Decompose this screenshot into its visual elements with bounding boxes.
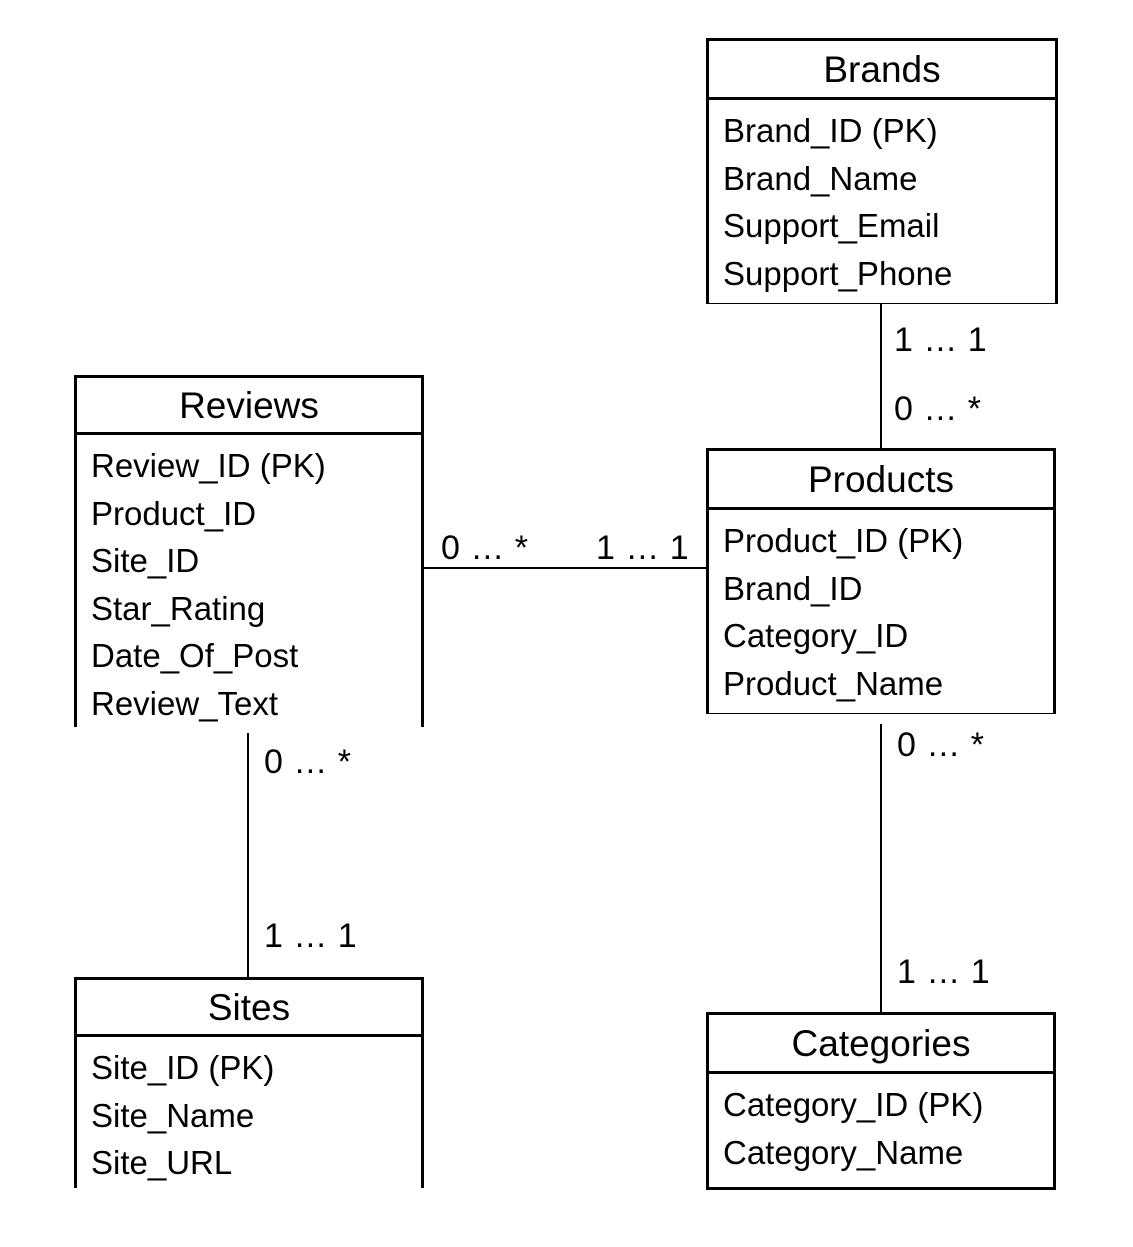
attribute-row: Product_Name [723, 664, 944, 702]
cardinality-reviews-sites-from: 0 … * [264, 743, 352, 781]
attribute-row: Site_ID (PK) [91, 1049, 275, 1086]
entity-reviews[interactable]: Reviews Review_ID (PK) Product_ID Site_I… [74, 375, 424, 733]
cardinality-products-categories-from: 0 … * [897, 726, 985, 764]
attribute-row: Site_URL [91, 1144, 233, 1181]
cardinality-reviews-sites-to: 1 … 1 [264, 917, 358, 955]
entity-brands[interactable]: Brands Brand_ID (PK) Brand_Name Support_… [706, 38, 1058, 304]
attribute-row: Support_Phone [723, 254, 953, 292]
entity-brands-title: Brands [709, 41, 1055, 100]
entity-products[interactable]: Products Product_ID (PK) Brand_ID Catego… [706, 448, 1056, 714]
attribute-row: Date_Of_Post [91, 637, 299, 674]
connector-products-categories [880, 724, 882, 1014]
attribute-row: Brand_ID (PK) [723, 112, 938, 149]
entity-categories[interactable]: Categories Category_ID (PK) Category_Nam… [706, 1012, 1056, 1190]
attribute-row: Site_ID [91, 542, 200, 579]
attribute-row: Support_Email [723, 207, 940, 244]
attribute-row: Category_Name [723, 1133, 964, 1171]
attribute-row: Product_ID [91, 494, 257, 532]
connector-reviews-products [422, 567, 708, 569]
entity-products-attributes: Product_ID (PK) Brand_ID Category_ID Pro… [709, 510, 1053, 713]
entity-categories-title: Categories [709, 1015, 1053, 1074]
entity-products-title: Products [709, 451, 1053, 510]
entity-reviews-attributes: Review_ID (PK) Product_ID Site_ID Star_R… [77, 435, 421, 733]
cardinality-brands-products-to: 0 … * [894, 390, 982, 428]
attribute-row: Review_Text [91, 684, 279, 722]
cardinality-reviews-products-from: 0 … * [441, 529, 529, 567]
entity-brands-attributes: Brand_ID (PK) Brand_Name Support_Email S… [709, 100, 1055, 303]
entity-sites-attributes: Site_ID (PK) Site_Name Site_URL [77, 1037, 421, 1193]
attribute-row: Category_ID (PK) [723, 1086, 984, 1123]
entity-sites[interactable]: Sites Site_ID (PK) Site_Name Site_URL [74, 977, 424, 1193]
entity-sites-title: Sites [77, 980, 421, 1037]
connector-reviews-sites [247, 724, 249, 979]
attribute-row: Site_Name [91, 1096, 255, 1134]
connector-brands-products [880, 300, 882, 450]
attribute-row: Product_ID (PK) [723, 522, 964, 559]
cardinality-brands-products-from: 1 … 1 [894, 321, 988, 359]
attribute-row: Brand_Name [723, 159, 918, 197]
cardinality-reviews-products-to: 1 … 1 [596, 529, 690, 567]
attribute-row: Review_ID (PK) [91, 447, 326, 484]
attribute-row: Category_ID [723, 617, 909, 654]
cardinality-products-categories-to: 1 … 1 [897, 953, 991, 991]
entity-reviews-title: Reviews [77, 378, 421, 435]
attribute-row: Brand_ID [723, 569, 863, 607]
entity-categories-attributes: Category_ID (PK) Category_Name [709, 1074, 1053, 1182]
attribute-row: Star_Rating [91, 589, 266, 627]
